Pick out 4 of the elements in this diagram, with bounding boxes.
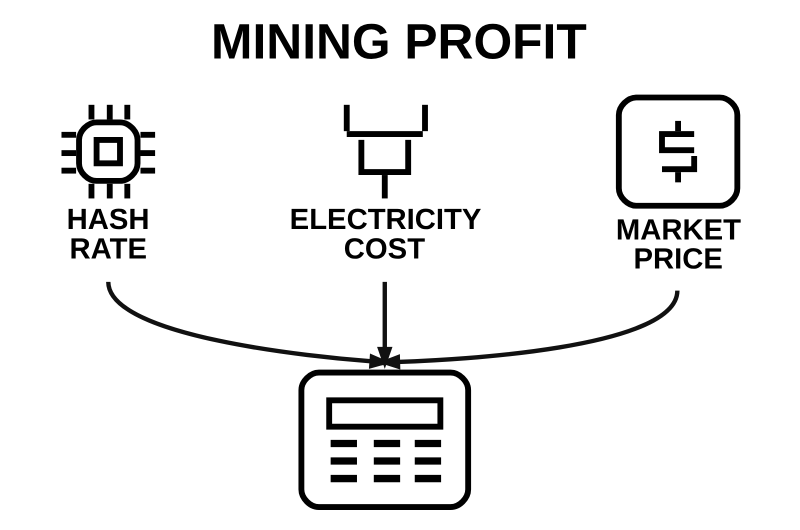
- diagram-title: MINING PROFIT: [210, 13, 586, 70]
- node-label: ELECTRICITY COST: [289, 204, 481, 266]
- node-label: MARKET PRICE: [615, 214, 741, 276]
- node-label: HASH RATE: [66, 204, 149, 266]
